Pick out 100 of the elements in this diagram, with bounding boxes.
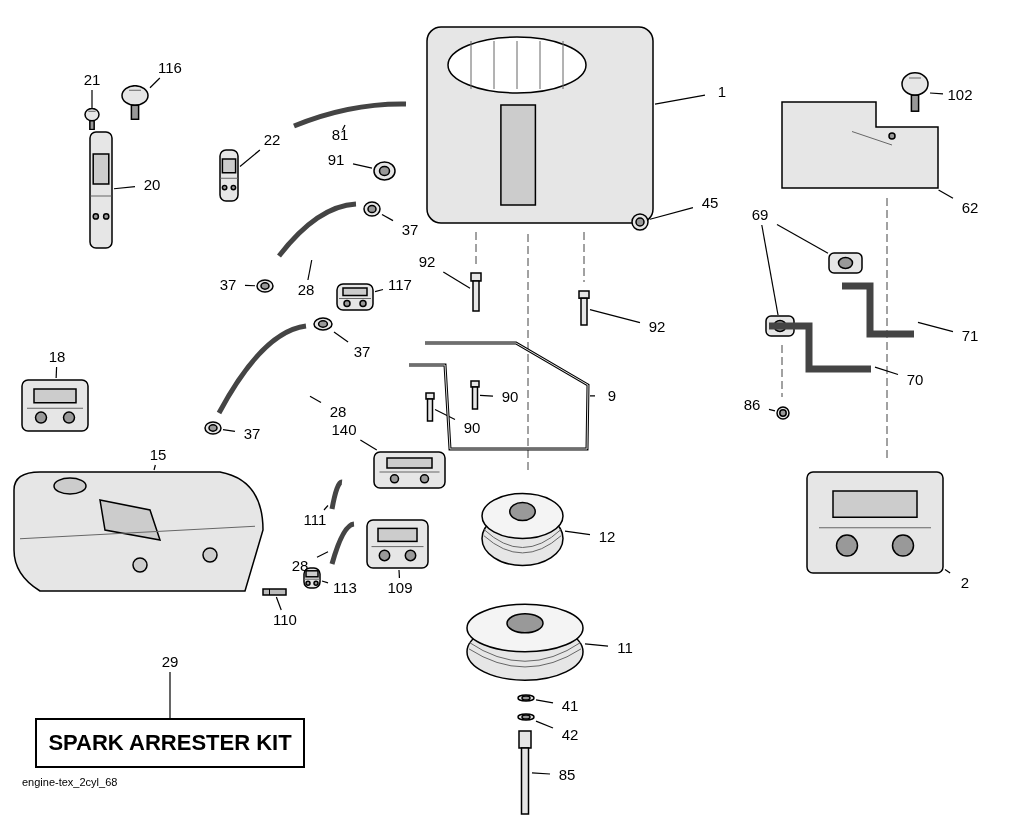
knob [83, 108, 101, 130]
leader-line [359, 439, 378, 451]
washer [516, 693, 536, 703]
callout-number: 110 [268, 610, 302, 630]
leader-line [589, 395, 596, 397]
leader-line [381, 213, 394, 222]
callout-number: 18 [40, 347, 74, 367]
callout-number: 116 [153, 58, 187, 78]
hose-clamp [362, 200, 382, 218]
leader-line [434, 408, 456, 421]
leader-line [937, 189, 954, 199]
leader-line [55, 366, 58, 379]
hose-clamp [203, 420, 223, 436]
callout-number: 28 [321, 402, 355, 422]
hose-clamp [312, 316, 334, 332]
leader-line [316, 551, 329, 558]
callout-number: 37 [211, 275, 245, 295]
callout-number: 2 [948, 573, 982, 593]
leader-line [307, 259, 313, 281]
callout-number: 113 [328, 578, 362, 598]
callout-number: 41 [553, 696, 587, 716]
leader-line [584, 643, 609, 647]
leader-line [153, 464, 156, 471]
fuel-cap [20, 378, 90, 433]
leader-line [91, 89, 93, 109]
callout-number: 85 [550, 765, 584, 785]
callout-number: 45 [693, 193, 727, 213]
leader-line [352, 163, 373, 169]
leader-line [442, 271, 471, 289]
callout-number: 102 [943, 85, 977, 105]
leader-line [917, 321, 954, 333]
callout-number: 22 [255, 130, 289, 150]
callout-number: 37 [235, 424, 269, 444]
callout-number: 9 [595, 386, 629, 406]
callout-number: 21 [75, 70, 109, 90]
leader-line [113, 186, 136, 190]
heat-shield [780, 100, 940, 190]
bolt [518, 730, 532, 815]
muffler [805, 470, 945, 575]
drawing-number: engine-tex_2cyl_68 [22, 776, 118, 788]
dipstick [218, 148, 240, 203]
callout-number: 29 [153, 652, 187, 672]
nut [630, 212, 650, 232]
callout-number: 1 [705, 82, 739, 102]
bolt [578, 290, 590, 326]
fuel-valve [335, 282, 375, 312]
leader-line [874, 366, 899, 376]
callout-number: 11 [608, 638, 642, 658]
callout-number: 90 [493, 387, 527, 407]
callout-number: 12 [590, 527, 624, 547]
callout-number: 90 [455, 418, 489, 438]
leader-line [374, 288, 384, 293]
leader-line [649, 207, 694, 220]
callout-number: 71 [953, 326, 987, 346]
leader-line [589, 308, 641, 324]
leader-line [944, 568, 951, 574]
kit-label: SPARK ARRESTER KIT [35, 718, 305, 768]
gasket [828, 252, 863, 274]
callout-number: 92 [640, 317, 674, 337]
leader-line [222, 428, 236, 432]
throttle-control [88, 130, 114, 250]
leader-line [323, 504, 329, 511]
leader-line [341, 124, 346, 131]
leader-line [564, 530, 591, 536]
leader-line [479, 394, 494, 397]
callout-number: 140 [327, 420, 361, 440]
leader-line [275, 596, 282, 611]
callout-number: 69 [743, 205, 777, 225]
callout-number: 15 [141, 445, 175, 465]
leader-line [761, 224, 779, 316]
knob [120, 85, 150, 120]
leader-line [333, 331, 349, 343]
leader-line [149, 77, 161, 89]
callout-number: 86 [735, 395, 769, 415]
callout-number: 117 [383, 275, 417, 295]
callout-number: 37 [393, 220, 427, 240]
callout-number: 28 [289, 280, 323, 300]
hose-clamp [255, 278, 275, 294]
engine-drawing [425, 25, 655, 225]
nut [775, 405, 791, 421]
leader-line [398, 569, 401, 579]
leader-line [321, 580, 329, 584]
knob [900, 72, 930, 112]
pin [262, 587, 287, 597]
callout-number: 92 [410, 252, 444, 272]
leader-line [244, 284, 256, 287]
washer [516, 712, 536, 722]
callout-number: 81 [323, 125, 357, 145]
callout-number: 111 [298, 510, 332, 530]
callout-number: 42 [553, 725, 587, 745]
callout-number: 109 [383, 578, 417, 598]
bolt [470, 272, 482, 312]
leader-line [535, 720, 554, 729]
leader-line [535, 699, 554, 704]
callout-number: 91 [319, 150, 353, 170]
leader-line [239, 149, 261, 167]
leader-line [654, 94, 706, 105]
callout-number: 37 [345, 342, 379, 362]
leader-line [531, 772, 551, 775]
leader-line [309, 395, 322, 404]
